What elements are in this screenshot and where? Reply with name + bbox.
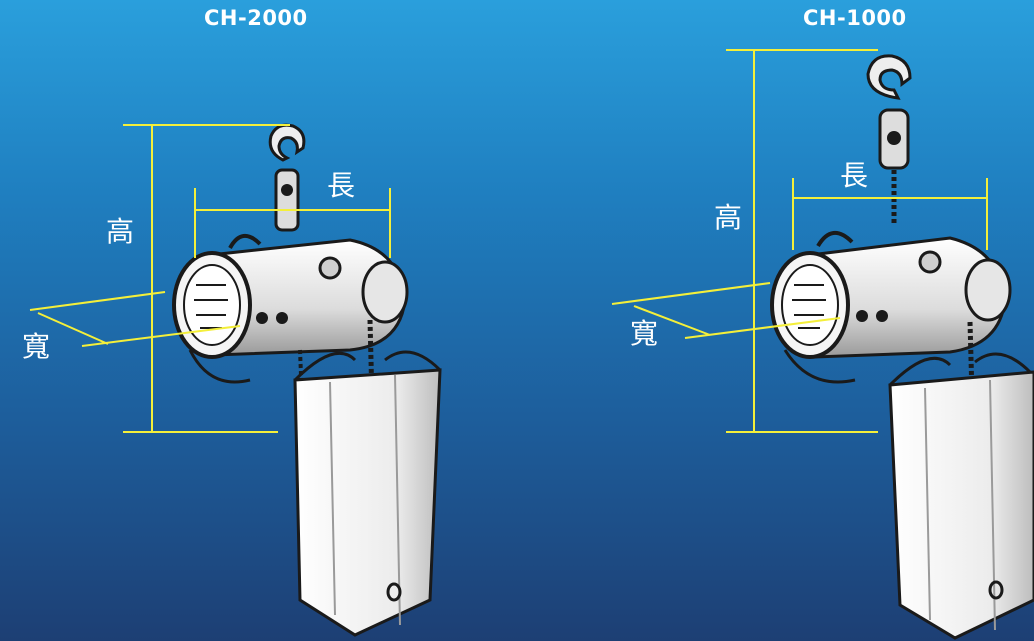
dimension-lines-ch1000 xyxy=(611,49,988,433)
motor-body xyxy=(770,231,1012,384)
motor-body xyxy=(172,234,409,384)
height-label-ch2000: 高 xyxy=(106,215,135,248)
dimension-lines-ch2000 xyxy=(29,124,391,433)
model-title-ch1000: CH-1000 xyxy=(803,6,907,30)
width-label-ch2000: 寬 xyxy=(22,330,51,363)
hoist-ch2000-illustration xyxy=(172,123,442,637)
length-label-ch1000: 長 xyxy=(840,159,869,192)
hook-icon xyxy=(268,123,306,232)
chain-bag xyxy=(888,352,1034,640)
height-label-ch1000: 高 xyxy=(714,201,743,234)
length-label-ch2000: 長 xyxy=(327,169,356,202)
model-title-ch2000: CH-2000 xyxy=(204,6,308,30)
hook-icon xyxy=(866,54,912,225)
width-label-ch1000: 寬 xyxy=(630,317,659,350)
hoist-ch1000-illustration xyxy=(770,54,1034,640)
chain-bag xyxy=(293,350,442,637)
